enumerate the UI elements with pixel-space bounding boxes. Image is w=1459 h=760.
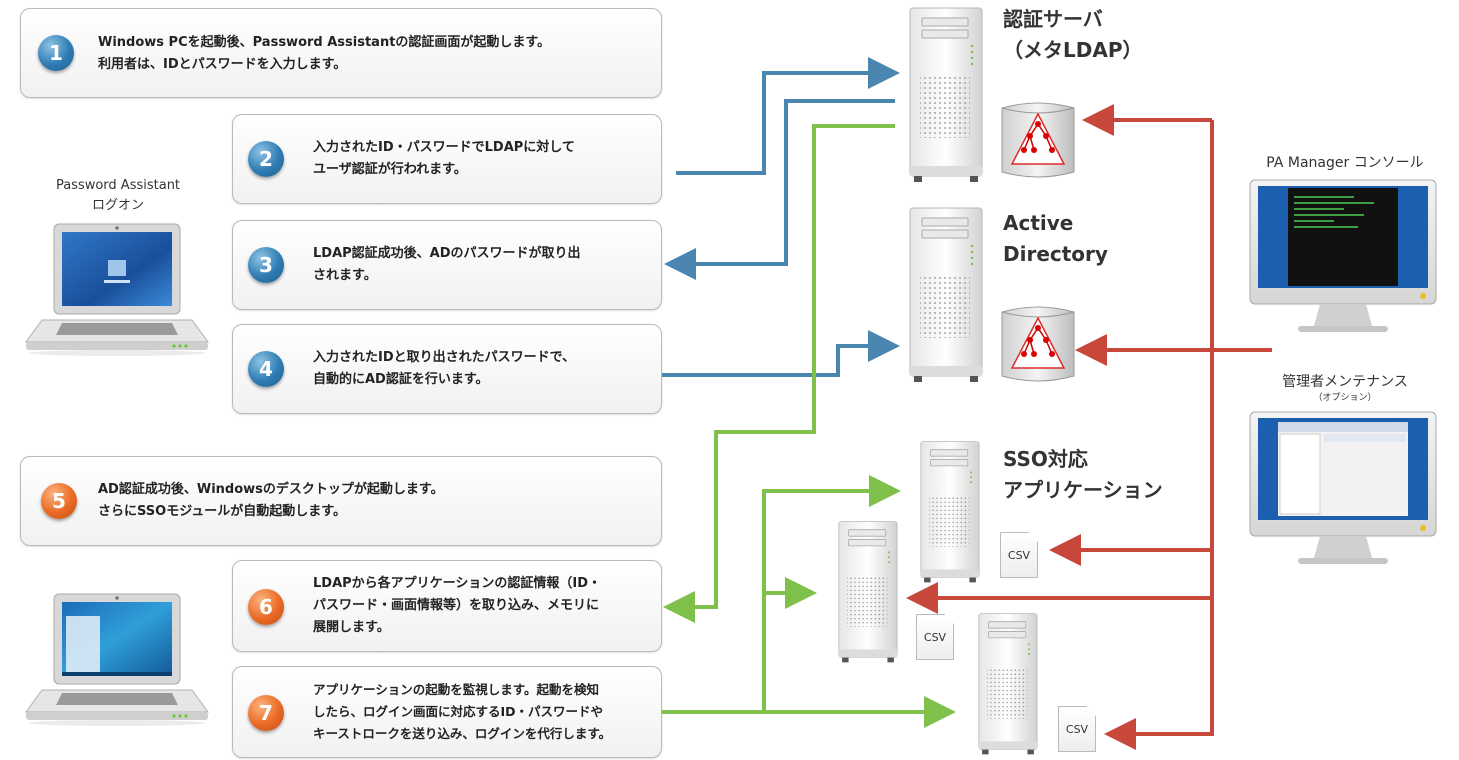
blue-line-ldap-to-step2 — [664, 99, 895, 280]
ad-server-label: Active Directory — [1003, 208, 1108, 270]
ad-server-label-line-2: Directory — [1003, 242, 1108, 266]
step-1-box: 1 Windows PCを起動後、Password Assistantの認証画面… — [20, 8, 662, 98]
step-5-line-2: さらにSSOモジュールが自動起動します。 — [98, 504, 346, 519]
csv-file-1-icon: CSV — [1000, 532, 1038, 578]
ad-directory-db-icon — [1001, 306, 1075, 382]
step-4-line-1: 入力されたIDと取り出されたパスワードで、 — [313, 350, 576, 365]
step-6-box: 6 LDAPから各アプリケーションの認証情報（ID・ パスワード・画面情報等）を… — [232, 560, 662, 652]
step-7-text: アプリケーションの起動を監視します。起動を検知 したら、ログイン画面に対応するI… — [313, 679, 611, 745]
red-line-main — [1104, 120, 1214, 750]
sso-app-label-line-1: SSO対応 — [1003, 447, 1088, 471]
step-3-line-2: されます。 — [313, 268, 377, 283]
step-1-text: Windows PCを起動後、Password Assistantの認証画面が起… — [98, 32, 550, 76]
csv-file-3-icon: CSV — [1058, 706, 1096, 752]
step-7-box: 7 アプリケーションの起動を監視します。起動を検知 したら、ログイン画面に対応す… — [232, 666, 662, 758]
sso-app-server-2-icon — [838, 521, 898, 663]
step-6-line-2: パスワード・画面情報等）を取り込み、メモリに — [313, 598, 600, 613]
step-6-text: LDAPから各アプリケーションの認証情報（ID・ パスワード・画面情報等）を取り… — [313, 573, 601, 639]
step-4-line-2: 自動的にAD認証を行います。 — [313, 372, 489, 387]
step-3-text: LDAP認証成功後、ADのパスワードが取り出 されます。 — [313, 243, 581, 287]
step-2-line-2: ユーザ認証が行われます。 — [313, 162, 467, 177]
step-1-line-1: Windows PCを起動後、Password Assistantの認証画面が起… — [98, 35, 551, 50]
ad-server-icon — [909, 207, 983, 382]
csv-file-2-icon: CSV — [916, 614, 954, 660]
step-1-badge: 1 — [38, 35, 74, 71]
sso-app-label: SSO対応 アプリケーション — [1003, 444, 1163, 506]
step-4-badge: 4 — [248, 351, 284, 387]
admin-label-sub: （オプション） — [1313, 393, 1377, 403]
admin-monitor-icon — [1249, 411, 1437, 564]
step-5-line-1: AD認証成功後、Windowsのデスクトップが起動します。 — [98, 482, 444, 497]
ldap-directory-db-icon — [1001, 102, 1075, 178]
step-5-box: 5 AD認証成功後、Windowsのデスクトップが起動します。 さらにSSOモジ… — [20, 456, 662, 546]
step-6-line-1: LDAPから各アプリケーションの認証情報（ID・ — [313, 576, 602, 591]
step-5-badge: 5 — [41, 483, 77, 519]
step-7-line-1: アプリケーションの起動を監視します。起動を検知 — [313, 682, 600, 697]
pa-manager-monitor-icon — [1249, 179, 1437, 332]
laptop-label-line-1: Password Assistant — [55, 178, 181, 193]
step-2-line-1: 入力されたID・パスワードでLDAPに対して — [313, 140, 575, 155]
step-7-line-3: キーストロークを送り込み、ログインを代行します。 — [313, 726, 612, 741]
pa-manager-label: PA Manager コンソール — [1266, 155, 1424, 171]
green-line-ldap-to-step6 — [663, 124, 895, 623]
step-3-line-1: LDAP認証成功後、ADのパスワードが取り出 — [313, 246, 581, 261]
step-4-box: 4 入力されたIDと取り出されたパスワードで、 自動的にAD認証を行います。 — [232, 324, 662, 414]
step-2-text: 入力されたID・パスワードでLDAPに対して ユーザ認証が行われます。 — [313, 137, 575, 181]
step-5-text: AD認証成功後、Windowsのデスクトップが起動します。 さらにSSOモジュー… — [98, 479, 444, 523]
step-7-badge: 7 — [248, 695, 284, 731]
laptop-logon-icon — [25, 223, 209, 356]
ad-server-label-line-1: Active — [1003, 211, 1074, 235]
sso-app-server-1-icon — [920, 441, 980, 583]
ldap-server-label-line-1: 認証サーバ — [1003, 7, 1103, 31]
step-2-box: 2 入力されたID・パスワードでLDAPに対して ユーザ認証が行われます。 — [232, 114, 662, 204]
admin-label-main: 管理者メンテナンス — [1282, 374, 1408, 390]
laptop-label-line-2: ログオン — [91, 198, 144, 213]
laptop-label: Password Assistant ログオン — [28, 176, 208, 216]
green-line-branch-vertical — [762, 475, 901, 712]
step-1-line-2: 利用者は、IDとパスワードを入力します。 — [98, 57, 347, 72]
blue-line-step4-to-ad — [662, 330, 900, 377]
step-6-badge: 6 — [248, 589, 284, 625]
ldap-server-label-line-2: （メタLDAP） — [1003, 38, 1143, 62]
admin-label: 管理者メンテナンス （オプション） — [1250, 374, 1440, 406]
step-4-text: 入力されたIDと取り出されたパスワードで、 自動的にAD認証を行います。 — [313, 347, 575, 391]
step-2-badge: 2 — [248, 141, 284, 177]
laptop-desktop-icon — [25, 593, 209, 726]
step-3-box: 3 LDAP認証成功後、ADのパスワードが取り出 されます。 — [232, 220, 662, 310]
step-3-badge: 3 — [248, 247, 284, 283]
sso-app-server-3-icon — [978, 613, 1038, 755]
blue-line-step1-to-ldap — [676, 57, 900, 175]
step-7-line-2: したら、ログイン画面に対応するID・パスワードや — [313, 704, 604, 719]
ldap-server-label: 認証サーバ （メタLDAP） — [1003, 4, 1142, 66]
step-6-line-3: 展開します。 — [313, 620, 390, 635]
sso-app-label-line-2: アプリケーション — [1003, 478, 1163, 502]
ldap-server-icon — [909, 7, 983, 182]
